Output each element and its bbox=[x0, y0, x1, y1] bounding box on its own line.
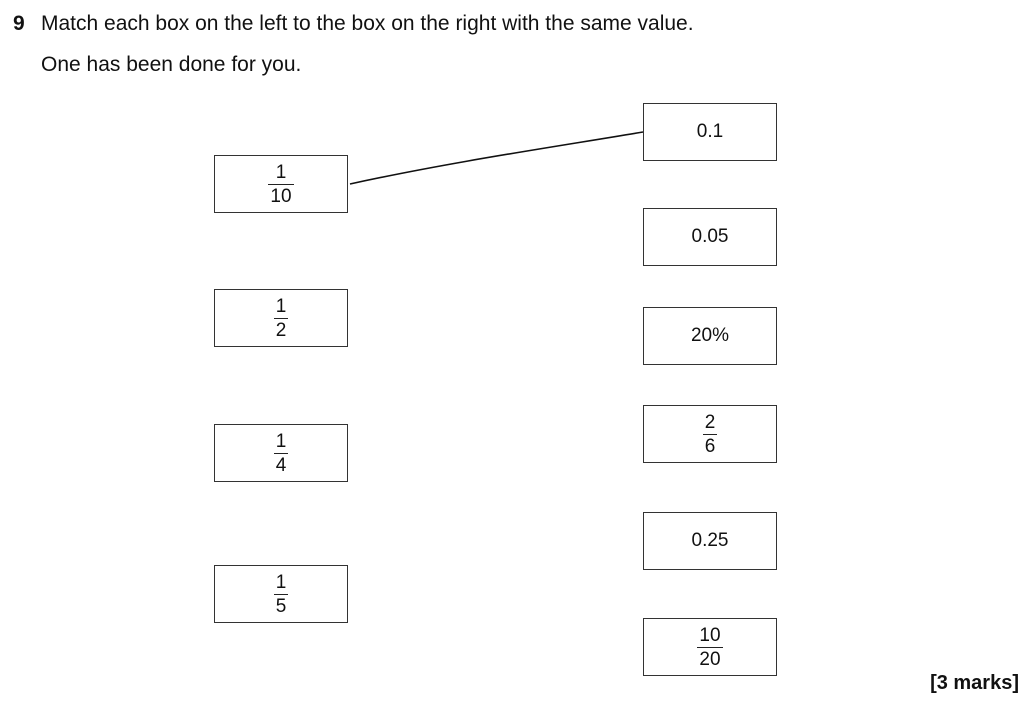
right-box-0-05[interactable]: 0.05 bbox=[643, 208, 777, 266]
right-box-0-25[interactable]: 0.25 bbox=[643, 512, 777, 570]
right-box-2-6[interactable]: 2 6 bbox=[643, 405, 777, 463]
question-subtext: One has been done for you. bbox=[41, 53, 302, 76]
fraction: 1 4 bbox=[273, 430, 289, 476]
question-text: Match each box on the left to the box on… bbox=[41, 12, 694, 35]
fraction: 1 2 bbox=[273, 295, 289, 341]
left-box-1-5[interactable]: 1 5 bbox=[214, 565, 348, 623]
right-box-20-percent[interactable]: 20% bbox=[643, 307, 777, 365]
left-box-1-4[interactable]: 1 4 bbox=[214, 424, 348, 482]
marks-label: [3 marks] bbox=[930, 672, 1019, 694]
left-box-1-10[interactable]: 1 10 bbox=[214, 155, 348, 213]
fraction: 2 6 bbox=[702, 411, 718, 457]
left-box-1-2[interactable]: 1 2 bbox=[214, 289, 348, 347]
fraction: 10 20 bbox=[697, 624, 723, 670]
right-box-0-1[interactable]: 0.1 bbox=[643, 103, 777, 161]
question-number: 9 bbox=[13, 12, 25, 35]
fraction: 1 10 bbox=[268, 161, 294, 207]
fraction: 1 5 bbox=[273, 571, 289, 617]
right-box-10-20[interactable]: 10 20 bbox=[643, 618, 777, 676]
